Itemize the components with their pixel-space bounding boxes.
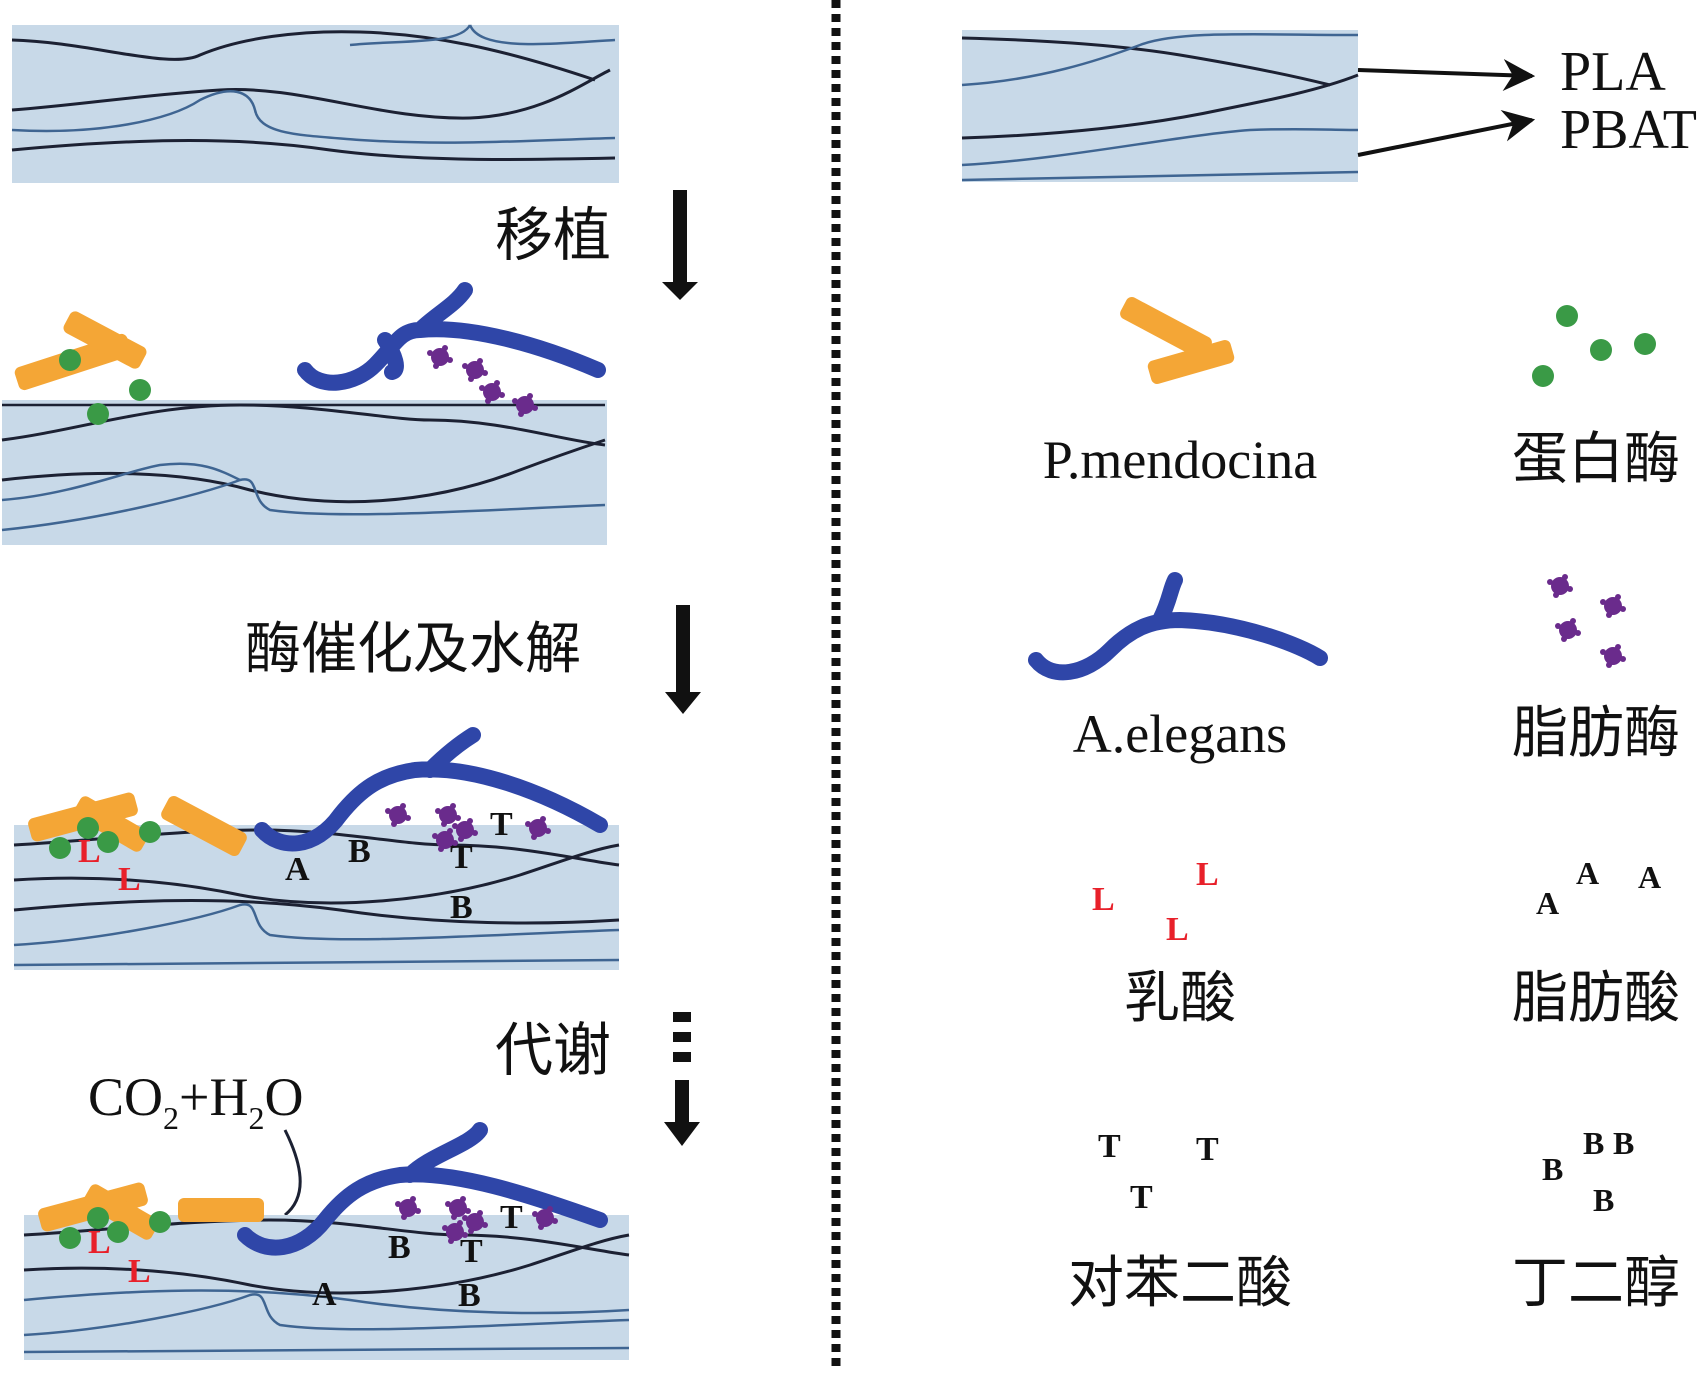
fatty-acid-mark: A <box>1536 885 1559 921</box>
step-arrow-3-dashed <box>664 1012 700 1146</box>
step-metabolism-label: 代谢 <box>495 1016 611 1084</box>
step-arrow-1-head <box>662 282 698 300</box>
co2-release-curve <box>283 1129 302 1217</box>
legend-pbat-label: PBAT <box>1560 99 1697 161</box>
a-elegans-hypha-panel2 <box>297 282 606 391</box>
legend-p-mendocina-label: P.mendocina <box>1043 430 1317 490</box>
butanediol-mark: B <box>348 833 371 870</box>
legend-lipase-symbol <box>1547 574 1626 668</box>
lactic-acid-mark: L <box>1092 881 1115 918</box>
terephthalic-acid-mark: T <box>450 839 473 876</box>
legend-butanediol-label: 丁二醇 <box>1512 1251 1680 1316</box>
butanediol-mark: B <box>458 1277 481 1314</box>
legend-polymer-block <box>961 30 1359 182</box>
butanediol-mark: B <box>388 1229 411 1266</box>
terephthalic-acid-mark: T <box>1130 1179 1153 1216</box>
terephthalic-acid-mark: T <box>460 1233 483 1270</box>
p-mendocina-cells-panel4 <box>38 1182 264 1240</box>
legend-lactic-acid-label: 乳酸 <box>1124 966 1236 1031</box>
step-arrow-2-head <box>665 692 701 714</box>
products-panel4: L L A B T T B <box>88 1199 523 1314</box>
legend-protease-symbol <box>1532 305 1656 387</box>
legend-butanediol-symbol: B B B B <box>1542 1125 1634 1218</box>
p-mendocina-cells-panel3 <box>28 792 247 857</box>
lactic-acid-mark: L <box>118 861 141 898</box>
protease-dots-panel3 <box>49 817 161 859</box>
co2-h2o-product: CO2+H2O <box>88 1067 303 1136</box>
terephthalic-acid-mark: T <box>490 806 513 843</box>
legend-lactic-acid-symbol: L L L <box>1092 856 1219 948</box>
products-panel3: L L A B T T B <box>78 806 513 926</box>
butanediol-mark: B <box>1593 1182 1614 1218</box>
fatty-acid-mark: A <box>285 851 310 888</box>
legend-lipase-label: 脂肪酶 <box>1512 701 1680 766</box>
legend-protease-label: 蛋白酶 <box>1512 427 1680 492</box>
a-elegans-hypha-panel4 <box>237 1122 608 1256</box>
legend-terephthalic-acid-label: 对苯二酸 <box>1068 1251 1292 1316</box>
pla-pointer-arrow <box>1357 59 1536 91</box>
fatty-acid-mark: A <box>1638 859 1661 895</box>
protease-dots-panel4 <box>59 1207 171 1249</box>
butanediol-mark: B <box>450 889 473 926</box>
terephthalic-acid-mark: T <box>500 1199 523 1236</box>
lactic-acid-mark: L <box>1196 856 1219 893</box>
pbat-pointer-arrow <box>1357 109 1536 157</box>
butanediol-mark: B <box>1583 1125 1604 1161</box>
legend-a-elegans-label: A.elegans <box>1073 704 1287 764</box>
protease-dots-panel2 <box>59 349 151 425</box>
butanediol-mark: B <box>1542 1151 1563 1187</box>
legend-pla-label: PLA <box>1560 41 1666 103</box>
terephthalic-acid-mark: T <box>1196 1131 1219 1168</box>
step-hydrolysis-label: 酶催化及水解 <box>245 617 581 682</box>
lactic-acid-mark: L <box>128 1253 151 1290</box>
legend-terephthalic-acid-symbol: T T T <box>1098 1128 1219 1216</box>
legend-fatty-acid-label: 脂肪酸 <box>1512 966 1680 1031</box>
lactic-acid-mark: L <box>88 1224 111 1261</box>
legend-a-elegans-symbol <box>1028 572 1328 681</box>
lactic-acid-mark: L <box>78 833 101 870</box>
fatty-acid-mark: A <box>1576 855 1599 891</box>
polymer-panel-intact <box>11 24 619 183</box>
terephthalic-acid-mark: T <box>1098 1128 1121 1165</box>
a-elegans-hypha-panel3 <box>254 727 608 852</box>
legend-p-mendocina-symbol <box>1120 296 1235 384</box>
legend-fatty-acid-symbol: A A A <box>1536 855 1661 921</box>
polymer-panel-colonized <box>1 400 607 545</box>
step-transplant-label: 移植 <box>495 201 611 269</box>
lactic-acid-mark: L <box>1166 911 1189 948</box>
butanediol-mark: B <box>1613 1125 1634 1161</box>
fatty-acid-mark: A <box>312 1276 337 1313</box>
p-mendocina-cell-panel2 <box>14 311 147 391</box>
